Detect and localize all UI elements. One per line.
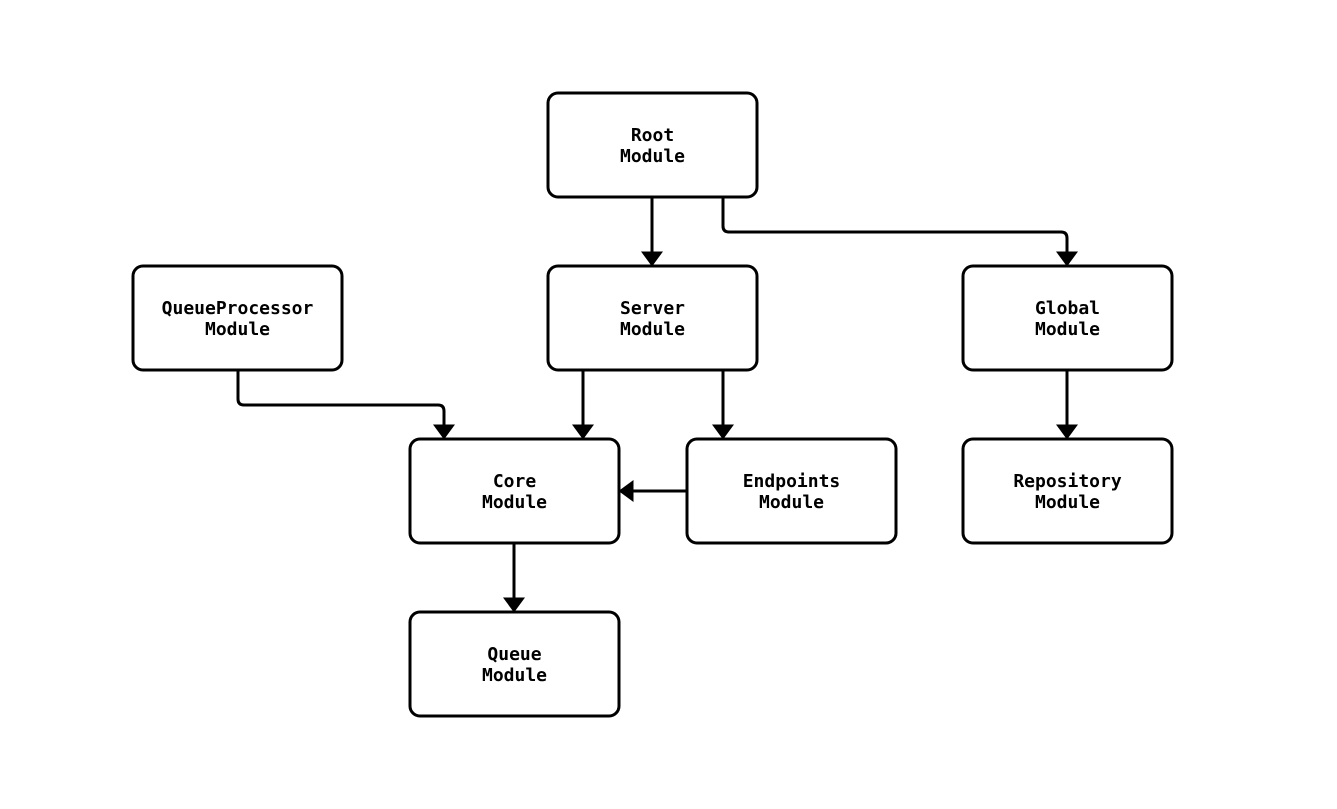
node-label-line: Core <box>493 471 537 492</box>
node-label-line: Endpoints <box>743 471 841 492</box>
node-box <box>131 264 344 372</box>
node-label-line: Module <box>620 146 685 167</box>
node-box <box>961 264 1174 372</box>
edge-queueprocessor-to-core <box>236 370 455 440</box>
node-label-line: Module <box>482 492 547 513</box>
node-label-line: Global <box>1035 298 1100 319</box>
node-label-line: Module <box>620 319 685 340</box>
node-box <box>685 437 898 545</box>
node-label-line: Module <box>1035 492 1100 513</box>
node-box <box>546 91 759 199</box>
edge-root-to-global <box>721 197 1078 267</box>
node-label-line: QueueProcessor <box>162 298 314 319</box>
node-label-line: Queue <box>487 644 541 665</box>
node-label-line: Module <box>205 319 270 340</box>
node-label-line: Root <box>631 125 674 146</box>
node-box <box>408 437 621 545</box>
node-box <box>408 610 621 718</box>
node-label-line: Module <box>1035 319 1100 340</box>
node-label-line: Server <box>620 298 685 319</box>
node-box <box>961 437 1174 545</box>
node-label-line: Module <box>482 665 547 686</box>
node-label-line: Module <box>759 492 824 513</box>
node-label-line: Repository <box>1013 471 1122 492</box>
node-box <box>546 264 759 372</box>
